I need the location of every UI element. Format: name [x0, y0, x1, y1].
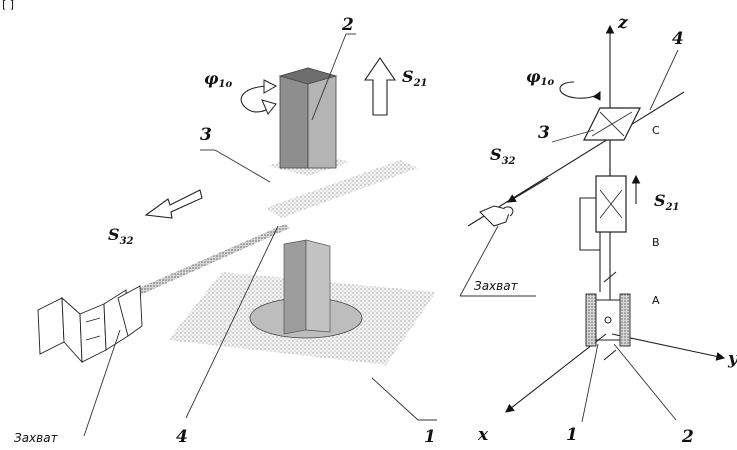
label-3: 3 [200, 125, 212, 145]
right-kinematic-scheme: z x у φ1о S32 S21 C B A 4 3 1 2 Захват [459, 13, 737, 447]
label-phi: φ1о [204, 69, 232, 90]
joint-c-diag-2 [599, 111, 625, 137]
s32-open-arrow [144, 189, 203, 219]
label-axis-x: x [477, 425, 489, 445]
s32-arrow [507, 177, 549, 203]
leader-r-gripper [459, 225, 499, 297]
corner-mark: [ ] [2, 0, 14, 11]
label-axis-z: z [617, 13, 628, 33]
label-1: 1 [424, 427, 436, 447]
s21-open-arrow [363, 57, 397, 116]
label-r-2: 2 [681, 427, 694, 447]
label-s32: S32 [108, 225, 134, 247]
label-point-a: A [652, 294, 660, 307]
label-r-phi: φ1о [526, 67, 554, 88]
rotation-arrow-phi-right [559, 81, 601, 101]
label-r-3: 3 [538, 123, 550, 143]
arm-band-left [130, 224, 290, 296]
label-point-c: C [652, 124, 660, 137]
rotation-arrow-tail [261, 99, 277, 115]
leader-1 [371, 377, 419, 421]
label-4: 4 [176, 427, 188, 447]
joint-a-bearing [585, 271, 631, 361]
leader-3 [214, 149, 271, 183]
right-gripper [479, 205, 514, 227]
arm-link-4 [467, 91, 685, 227]
left-gripper [37, 285, 143, 364]
label-r-s21: S21 [654, 191, 679, 213]
label-point-b: B [652, 236, 660, 249]
upper-column [278, 67, 338, 169]
left-3d-view: 2 3 4 1 φ1о S21 S32 Захват [14, 15, 437, 447]
label-r-1: 1 [566, 425, 578, 445]
label-s21: S21 [402, 67, 427, 89]
joint-b-guide [579, 197, 601, 251]
leader-r-1 [581, 343, 599, 423]
leader-2 [311, 33, 347, 121]
joint-b-diag-2 [599, 189, 623, 219]
rotation-arrow-head [263, 79, 278, 94]
label-r-gripper: Захват [474, 279, 519, 293]
label-axis-y: у [727, 349, 737, 369]
label-gripper: Захват [14, 431, 59, 445]
label-r-s32: S32 [490, 145, 516, 167]
leader-gripper [83, 329, 121, 437]
leader-r-3 [551, 129, 595, 143]
leader-r-4 [649, 49, 679, 111]
label-2: 2 [341, 15, 354, 35]
leader-4 [185, 225, 279, 419]
x-axis [505, 333, 607, 413]
leader-r-2 [613, 343, 677, 421]
y-axis [611, 333, 726, 361]
lower-column [283, 239, 331, 335]
arm-band-right [265, 160, 418, 218]
label-r-4: 4 [672, 29, 684, 49]
